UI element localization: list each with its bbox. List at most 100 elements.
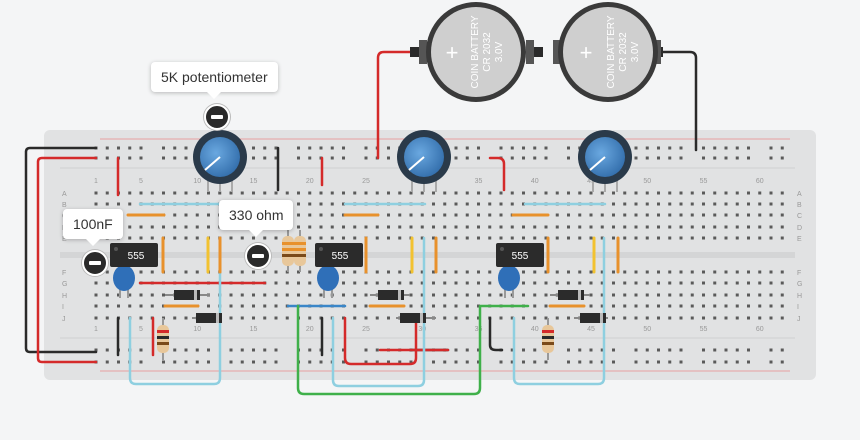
breadboard-hole: [488, 270, 492, 274]
breadboard-hole: [195, 213, 199, 217]
breadboard-hole: [578, 348, 582, 352]
breadboard-hole: [735, 191, 739, 195]
row-label: C: [797, 213, 802, 220]
breadboard-hole: [375, 236, 379, 240]
breadboard-hole: [128, 202, 132, 206]
breadboard-hole: [308, 236, 312, 240]
resistor-2: [542, 318, 554, 360]
potentiometer-2: [397, 130, 451, 192]
column-number: 1: [94, 326, 98, 333]
diodes: [165, 290, 608, 323]
breadboard-hole: [308, 270, 312, 274]
breadboard-hole: [645, 146, 649, 150]
breadboard-hole: [758, 304, 762, 308]
breadboard-hole: [499, 225, 503, 229]
breadboard-hole: [297, 202, 300, 206]
column-number: 1: [94, 178, 98, 185]
breadboard-hole: [702, 202, 705, 206]
breadboard-hole: [510, 202, 514, 206]
breadboard-hole: [522, 156, 525, 160]
breadboard-hole: [747, 293, 750, 297]
breadboard-hole: [510, 191, 514, 195]
breadboard-hole: [454, 213, 458, 217]
breadboard-hole: [522, 293, 525, 297]
column-number: 35: [475, 326, 483, 333]
breadboard-hole: [308, 316, 312, 320]
capacitor-minus-icon[interactable]: [82, 250, 108, 276]
breadboard-hole: [285, 293, 289, 297]
breadboard-hole: [690, 191, 694, 195]
breadboard-hole: [702, 360, 705, 364]
battery-text-2: CR 2032: [618, 32, 629, 72]
breadboard-hole: [465, 316, 469, 320]
breadboard-hole: [240, 348, 244, 352]
breadboard-hole: [207, 213, 210, 217]
breadboard-hole: [477, 316, 480, 320]
breadboard-hole: [184, 213, 188, 217]
breadboard-hole: [274, 316, 278, 320]
breadboard-hole: [465, 360, 469, 364]
breadboard-hole: [465, 270, 469, 274]
breadboard-hole: [690, 316, 694, 320]
breadboard-hole: [477, 281, 480, 285]
breadboard-hole: [184, 316, 188, 320]
breadboard-hole: [668, 348, 672, 352]
breadboard-hole: [702, 348, 705, 352]
breadboard-hole: [195, 348, 199, 352]
breadboard-hole: [465, 202, 469, 206]
breadboard-hole: [780, 191, 784, 195]
breadboard-hole: [510, 236, 514, 240]
resistor-minus-icon[interactable]: [245, 243, 271, 269]
breadboard-hole: [263, 293, 267, 297]
coin-battery-2: + COIN BATTERY CR 2032 3.0V: [553, 2, 663, 102]
breadboard-hole: [274, 304, 278, 308]
breadboard-hole: [735, 213, 739, 217]
breadboard-hole: [657, 202, 660, 206]
breadboard-hole: [510, 225, 514, 229]
breadboard-hole: [499, 236, 503, 240]
breadboard-hole: [634, 202, 638, 206]
breadboard-hole: [477, 156, 480, 160]
breadboard-hole: [117, 202, 120, 206]
breadboard-hole: [387, 146, 390, 150]
breadboard-hole: [634, 360, 638, 364]
breadboard-hole: [409, 191, 413, 195]
breadboard-hole: [128, 146, 132, 150]
breadboard-hole: [533, 316, 537, 320]
breadboard-hole: [465, 191, 469, 195]
breadboard-hole: [454, 146, 458, 150]
breadboard-hole: [634, 316, 638, 320]
breadboard-hole: [612, 202, 615, 206]
breadboard-hole: [94, 293, 98, 297]
breadboard-hole: [94, 316, 98, 320]
breadboard-hole: [735, 348, 739, 352]
breadboard-hole: [274, 191, 278, 195]
breadboard-hole: [702, 191, 705, 195]
battery-plus-sign: +: [580, 40, 593, 65]
breadboard-hole: [409, 213, 413, 217]
breadboard-hole: [477, 213, 480, 217]
potentiometer-callout: 5K potentiometer: [151, 62, 278, 99]
breadboard-hole: [308, 348, 312, 352]
breadboard-hole: [544, 304, 548, 308]
column-number: 20: [306, 326, 314, 333]
breadboard-hole: [319, 213, 323, 217]
breadboard-hole: [364, 146, 368, 150]
breadboard-hole: [735, 316, 739, 320]
breadboard-hole: [690, 293, 694, 297]
breadboard-hole: [240, 360, 244, 364]
breadboard-hole: [735, 281, 739, 285]
chip-label: 555: [332, 251, 349, 262]
breadboard-hole: [274, 293, 278, 297]
breadboard-hole: [713, 348, 717, 352]
breadboard-hole: [589, 348, 593, 352]
diode-4: [400, 313, 426, 323]
breadboard-hole: [612, 360, 615, 364]
breadboard-hole: [454, 191, 458, 195]
breadboard-hole: [769, 348, 773, 352]
potentiometer-minus-icon[interactable]: [204, 104, 230, 130]
batteries: + COIN BATTERY CR 2032 3.0V + COIN BATTE…: [410, 2, 663, 102]
breadboard-hole: [105, 293, 109, 297]
